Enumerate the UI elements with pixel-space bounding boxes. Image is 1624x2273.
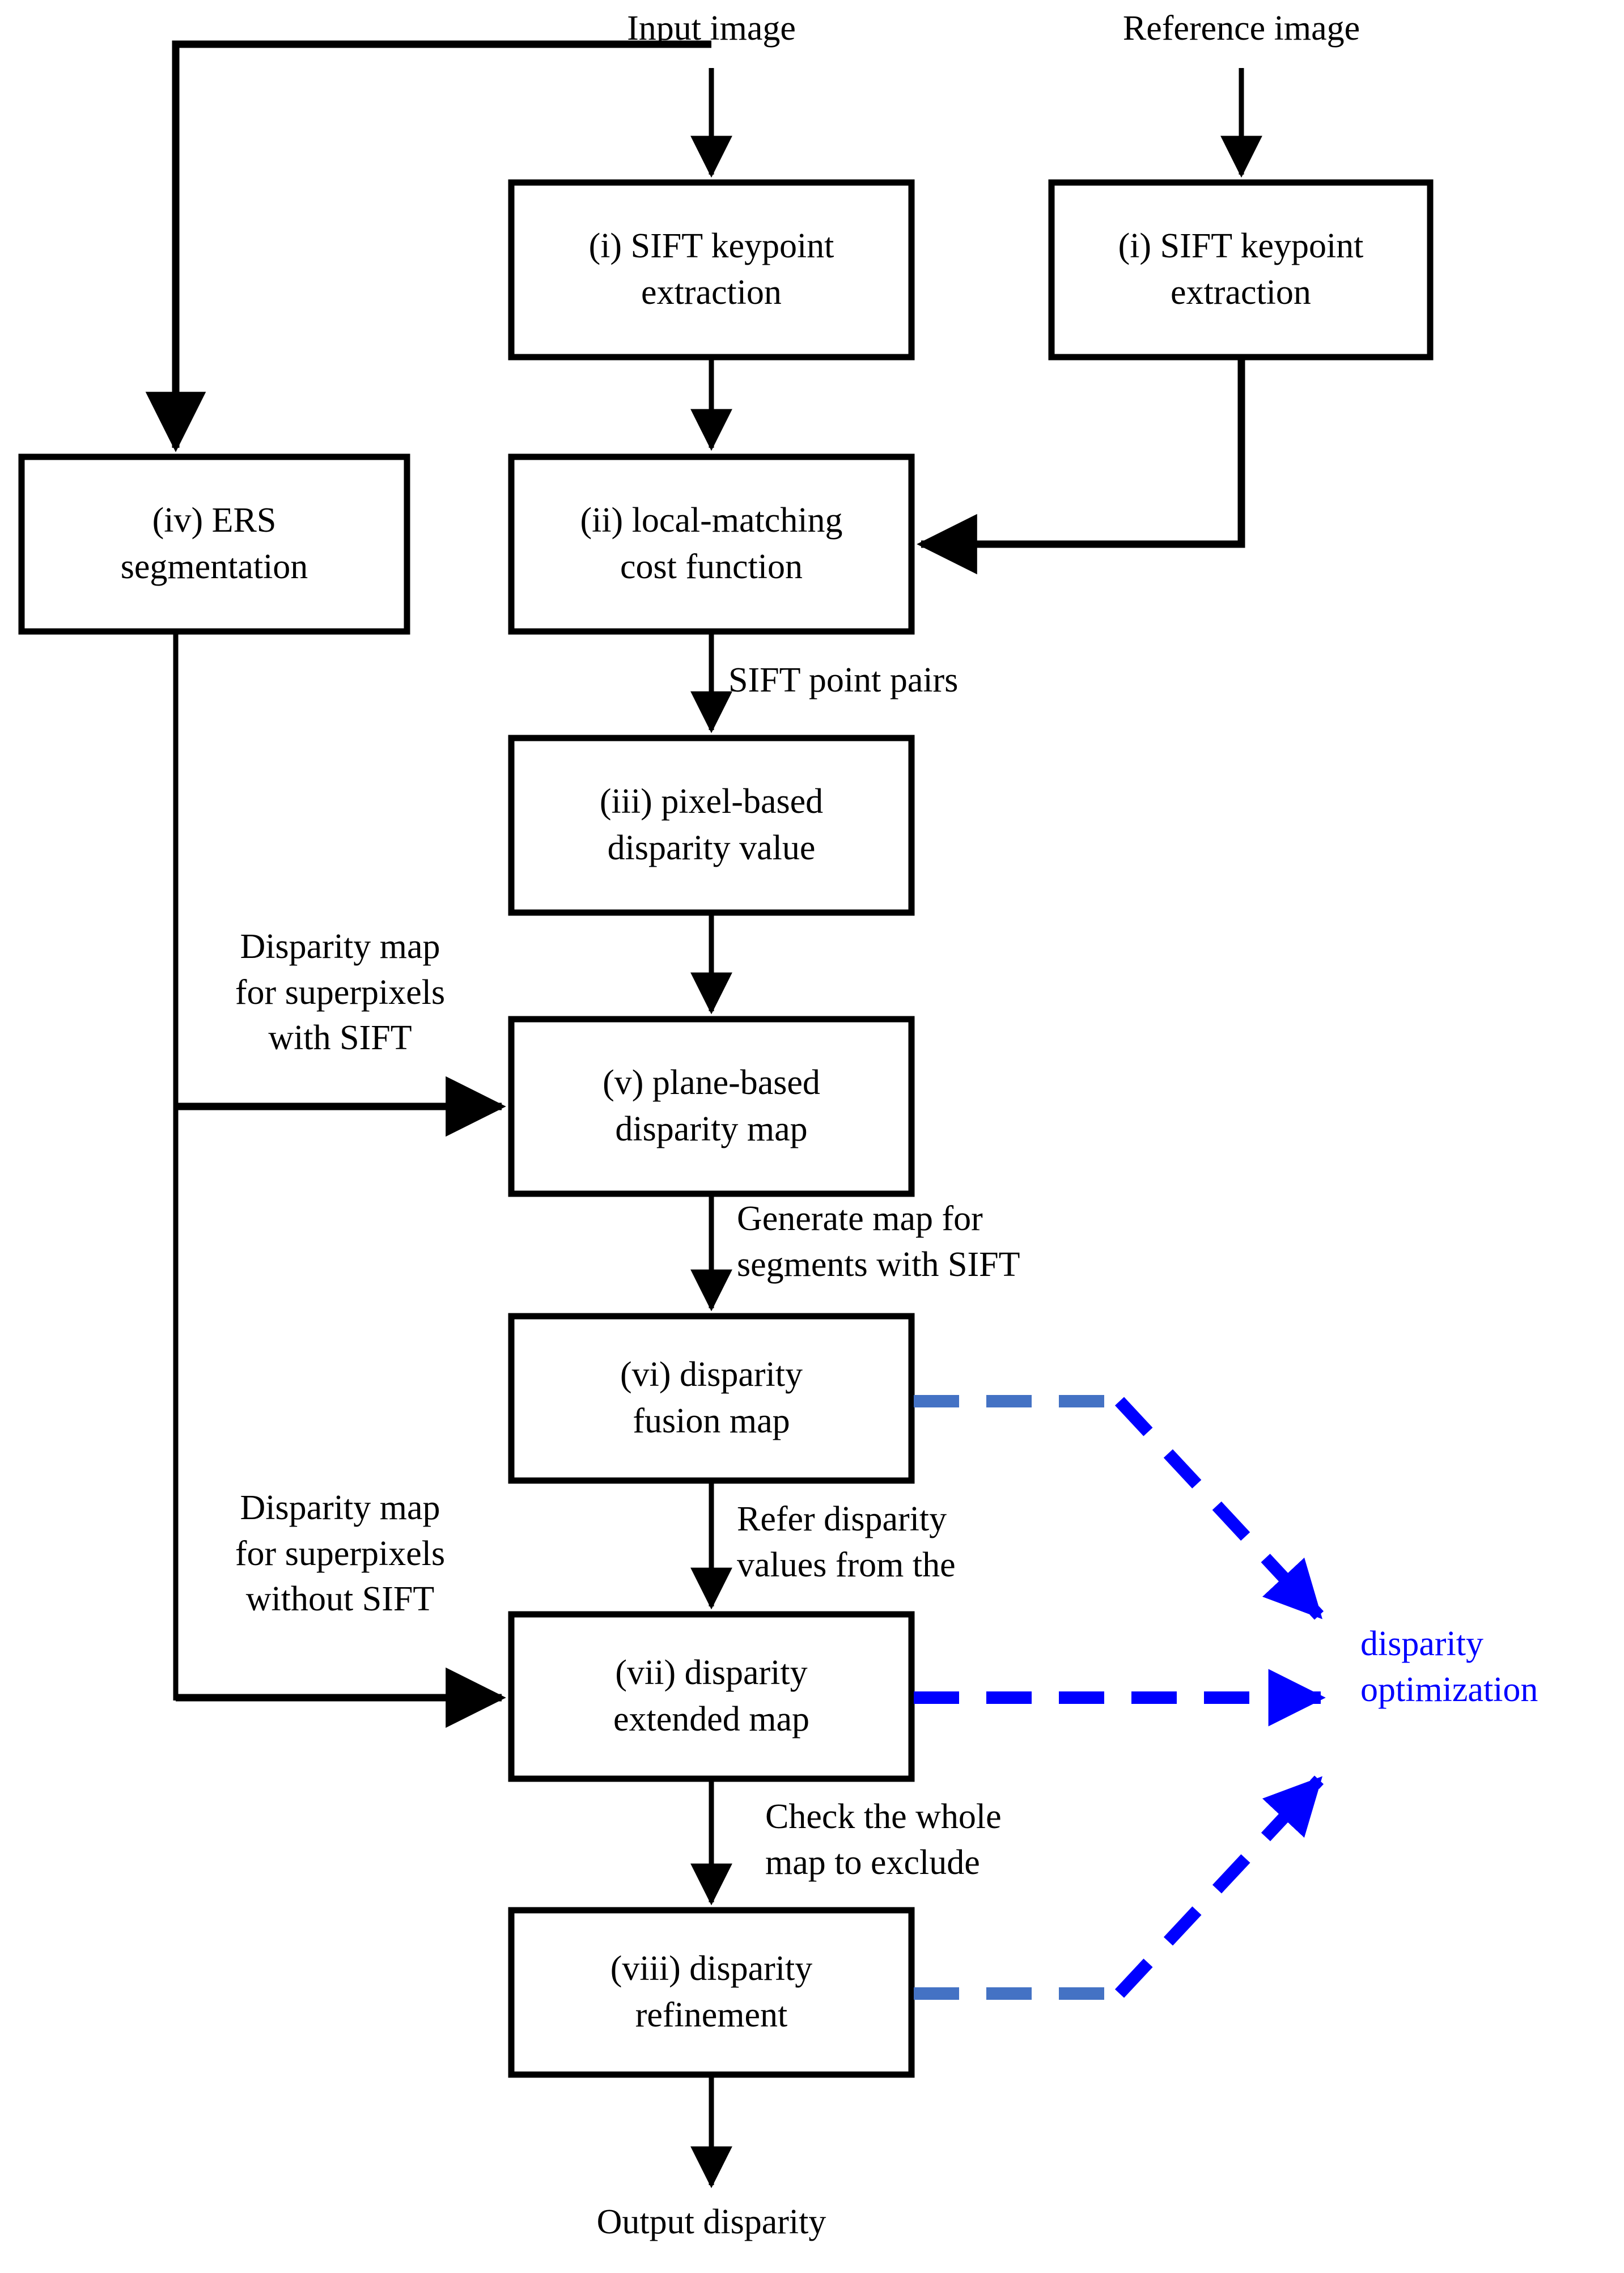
edge-label-disparity-map-without-sift: Disparity map for superpixels without SI… [235, 1489, 446, 1619]
edge-label-generate-map: Generate map for segments with SIFT [737, 1199, 1020, 1284]
annotation-disparity-optimization: disparity optimization [1360, 1625, 1538, 1709]
terminal-reference-image: Reference image [1122, 9, 1360, 48]
edge-siftref-to-local-matching [917, 357, 1245, 575]
node-pixel-based [508, 735, 915, 916]
edge-refinement-to-optimization-diagonal [1114, 1775, 1324, 1998]
node-fusion [508, 1313, 915, 1484]
edge-input-to-ers [145, 40, 711, 452]
node-ers [18, 453, 410, 635]
edge-label-disparity-map-with-sift: Disparity map for superpixels with SIFT [235, 927, 446, 1058]
terminal-input-image: Input image [627, 9, 796, 48]
node-sift-reference [1048, 179, 1434, 361]
node-plane-based [508, 1016, 915, 1197]
edge-fusion-to-optimization-diagonal [1114, 1397, 1324, 1620]
node-local-matching [508, 453, 915, 635]
edge-label-check-whole-map: Check the whole map to exclude [765, 1797, 1002, 1882]
terminal-output-disparity: Output disparity [596, 2203, 826, 2241]
edge-label-refer-disparity: Refer disparity values from the [737, 1500, 956, 1584]
node-sift-input [508, 179, 915, 361]
node-extended [508, 1611, 915, 1782]
edge-label-sift-point-pairs: SIFT point pairs [728, 661, 959, 699]
node-refinement [508, 1907, 915, 2078]
